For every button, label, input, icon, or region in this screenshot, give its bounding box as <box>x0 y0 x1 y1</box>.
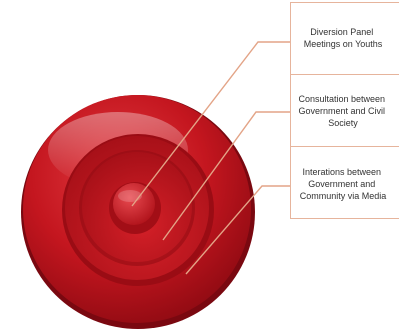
label-outer: Interations between Government and Commu… <box>300 167 387 201</box>
label-center: Diversion Panel Meetings on Youths <box>304 27 383 49</box>
inner-circle <box>109 182 161 234</box>
leader-lines <box>131 41 291 275</box>
label-box-middle <box>290 74 399 147</box>
label-boxes <box>290 2 399 219</box>
leader-line-middle <box>162 111 291 241</box>
leader-line-center <box>131 41 291 207</box>
label-middle: Consultation between Government and Civi… <box>298 94 387 128</box>
leader-line-outer <box>185 185 291 275</box>
label-box-outer <box>290 146 399 219</box>
